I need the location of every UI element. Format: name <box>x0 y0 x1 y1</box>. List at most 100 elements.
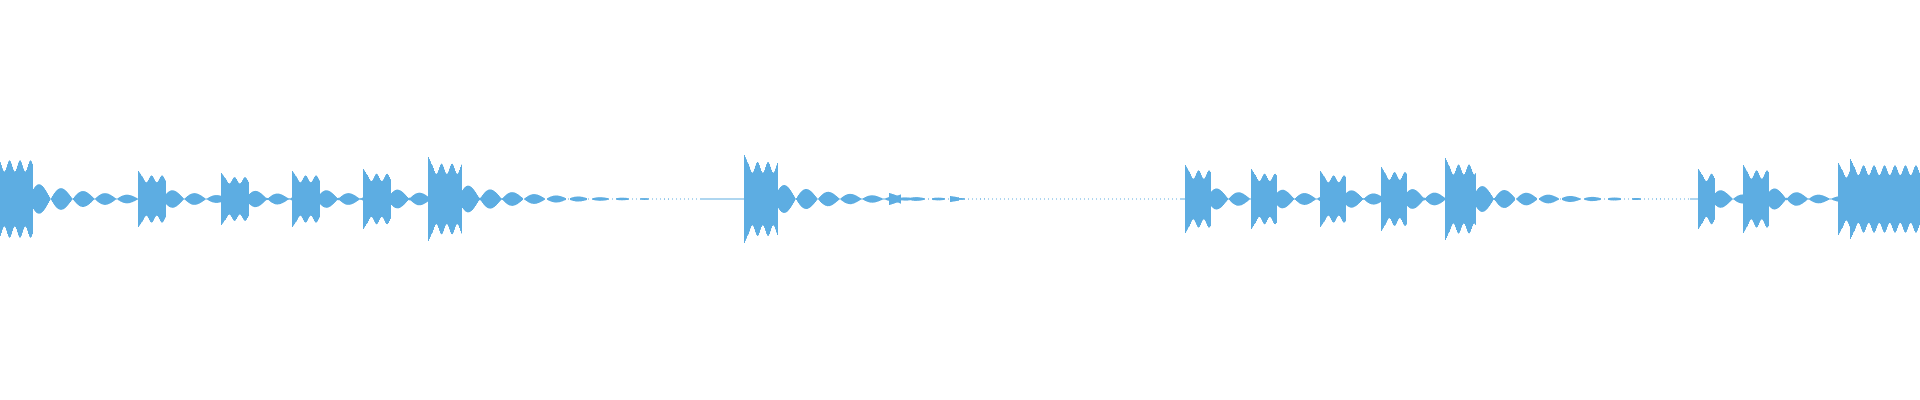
waveform-sample <box>1303 193 1304 205</box>
waveform-sample <box>875 195 876 203</box>
waveform-sample <box>1361 197 1362 201</box>
waveform-sample <box>1860 171 1861 227</box>
waveform-sample <box>1354 191 1355 207</box>
waveform-sample <box>61 188 62 210</box>
waveform-sample <box>1817 194 1818 204</box>
waveform-sample <box>296 176 297 222</box>
waveform-sample <box>1738 195 1739 203</box>
waveform-sample <box>754 168 755 230</box>
waveform-sample <box>767 162 768 236</box>
waveform-sample <box>532 194 533 204</box>
waveform-sample <box>95 198 96 200</box>
waveform-sample <box>602 197 603 201</box>
waveform-sample <box>376 173 377 225</box>
waveform-sample <box>114 197 115 201</box>
waveform-sample <box>1720 190 1721 208</box>
waveform-sample <box>454 168 455 230</box>
waveform-sample <box>112 196 113 202</box>
waveform-sample <box>1540 197 1541 201</box>
waveform-sample <box>879 197 880 201</box>
waveform-sample <box>924 198 925 200</box>
waveform-sample <box>415 193 416 205</box>
waveform-sample <box>656 198 657 200</box>
waveform-sample <box>1913 169 1914 229</box>
waveform-sample <box>901 197 902 201</box>
waveform-sample <box>1462 172 1463 226</box>
waveform-sample <box>71 197 72 201</box>
waveform-sample <box>1351 190 1352 208</box>
waveform-sample <box>772 172 773 226</box>
waveform-sample <box>37 184 38 214</box>
waveform-sample <box>1551 195 1552 203</box>
waveform-sample <box>502 198 503 200</box>
waveform-sample <box>838 197 839 201</box>
waveform-sample <box>230 182 231 216</box>
waveform-sample <box>286 197 287 201</box>
waveform-sample <box>98 195 99 203</box>
waveform-sample <box>1136 198 1137 200</box>
waveform-sample <box>197 193 198 205</box>
waveform-sample <box>378 175 379 223</box>
waveform-sample <box>1611 197 1612 201</box>
waveform-sample <box>1412 189 1413 209</box>
waveform-sample <box>880 197 881 201</box>
waveform-sample <box>1164 198 1165 200</box>
waveform-sample <box>1432 192 1433 205</box>
waveform-sample <box>888 197 889 201</box>
waveform-sample <box>909 197 910 201</box>
waveform-sample <box>509 192 510 206</box>
waveform-sample <box>1691 198 1692 200</box>
waveform-sample <box>558 195 559 203</box>
waveform-sample <box>1304 193 1305 205</box>
waveform-sample <box>944 198 945 200</box>
waveform-sample <box>848 194 849 204</box>
waveform-sample <box>576 196 577 202</box>
waveform-sample <box>1613 197 1614 201</box>
waveform-sample <box>1863 165 1864 233</box>
waveform-sample <box>1857 174 1858 224</box>
waveform-sample <box>451 164 452 234</box>
waveform-sample <box>1524 193 1525 206</box>
waveform-sample <box>742 198 743 200</box>
waveform-sample <box>857 196 858 202</box>
waveform-sample <box>1727 193 1728 205</box>
waveform-sample <box>428 157 429 241</box>
waveform-sample <box>1299 194 1300 204</box>
waveform-sample <box>1357 193 1358 205</box>
waveform-sample <box>384 177 385 221</box>
waveform-sample <box>1534 196 1535 202</box>
waveform-sample <box>808 189 809 209</box>
waveform-sample <box>520 196 521 202</box>
waveform-sample <box>1423 197 1424 201</box>
waveform-sample <box>1362 198 1363 200</box>
waveform-sample <box>80 191 81 207</box>
waveform-sample <box>506 194 507 204</box>
waveform-sample <box>1483 186 1484 212</box>
waveform-sample <box>1076 198 1077 200</box>
waveform-sample <box>1292 196 1293 202</box>
waveform-sample <box>618 197 619 201</box>
waveform-sample <box>1188 170 1189 228</box>
waveform-sample <box>393 191 394 207</box>
waveform-sample <box>310 182 311 216</box>
waveform-sample <box>1737 195 1738 203</box>
waveform-sample <box>782 185 783 213</box>
waveform-sample <box>4 171 5 227</box>
waveform-sample <box>1862 166 1863 232</box>
waveform-sample <box>1562 197 1563 201</box>
waveform-sample <box>1148 198 1149 200</box>
waveform-sample <box>702 198 703 200</box>
waveform-sample <box>1320 171 1321 227</box>
waveform-sample <box>853 194 854 204</box>
waveform-sample <box>1056 198 1057 200</box>
waveform-sample <box>375 174 376 224</box>
waveform-sample <box>595 197 596 201</box>
waveform-sample <box>467 185 468 213</box>
waveform-sample <box>817 198 818 200</box>
waveform-sample <box>574 196 575 202</box>
waveform-sample <box>145 181 146 217</box>
waveform-sample <box>1563 197 1564 201</box>
waveform-sample <box>790 190 791 208</box>
